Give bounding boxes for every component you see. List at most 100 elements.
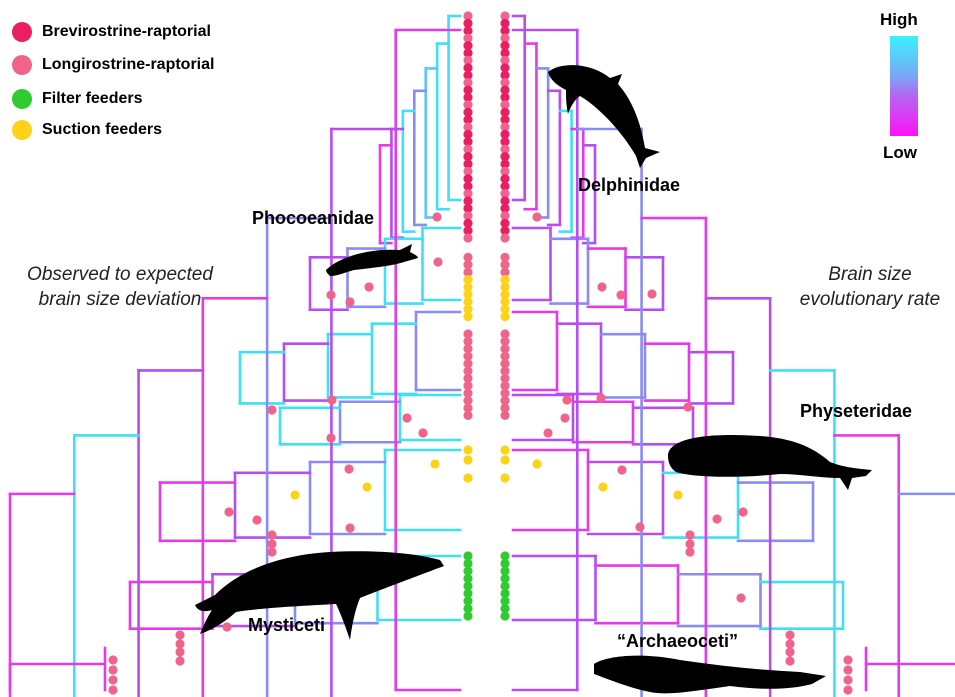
right-tip-dot [500, 473, 509, 482]
basal-tip-dot [685, 547, 694, 556]
basal-tip-dot [785, 639, 794, 648]
scale-low-label: Low [883, 143, 917, 163]
basal-tip-dot [785, 647, 794, 656]
fossil-tip-dot [560, 413, 569, 422]
fossil-tip-dot [597, 282, 606, 291]
fossil-tip-dot [222, 622, 231, 631]
basal-tip-dot [843, 655, 852, 664]
fossil-tip-dot [532, 459, 541, 468]
right-title-line2: evolutionary rate [790, 287, 950, 312]
legend-item-brevirostrine: Brevirostrine-raptorial [12, 22, 211, 42]
color-scale-bar [890, 36, 918, 136]
right-tip-dot [500, 411, 509, 420]
fossil-tip-dot [418, 428, 427, 437]
fossil-tip-dot [647, 289, 656, 298]
left-axis-title: Observed to expected brain size deviatio… [6, 262, 234, 312]
legend-label: Filter feeders [42, 90, 142, 108]
fossil-tip-dot [362, 482, 371, 491]
fossil-tip-dot [267, 405, 276, 414]
basal-tip-dot [785, 656, 794, 665]
left-tip-dot [463, 411, 472, 420]
fossil-tip-dot [433, 257, 442, 266]
brevirostrine-dot-icon [12, 22, 32, 42]
clade-label-phocoenidae: Phocoeanidae [252, 208, 374, 229]
basal-tip-dot [175, 656, 184, 665]
fossil-tip-dot [712, 514, 721, 523]
fossil-tip-dot [345, 297, 354, 306]
fossil-tip-dot [683, 402, 692, 411]
legend-label: Brevirostrine-raptorial [42, 23, 211, 41]
fossil-tip-dot [402, 413, 411, 422]
fossil-tip-dot [635, 522, 644, 531]
basal-tip-dot [785, 630, 794, 639]
basal-tip-dot [685, 530, 694, 539]
basal-tip-dot [175, 647, 184, 656]
basal-tip-dot [108, 655, 117, 664]
basal-tip-dot [267, 539, 276, 548]
right-tip-dot [500, 455, 509, 464]
suction-dot-icon [12, 120, 32, 140]
filter-dot-icon [12, 89, 32, 109]
basal-tip-dot [843, 665, 852, 674]
scale-high-label: High [880, 10, 918, 30]
dolphin-silhouette-icon [548, 65, 660, 168]
fossil-tip-dot [432, 212, 441, 221]
fossil-tip-dot [562, 395, 571, 404]
clade-label-archaeoceti: “Archaeoceti” [617, 631, 738, 652]
right-tip-dot [500, 611, 509, 620]
fossil-tip-dot [224, 507, 233, 516]
basal-tip-dot [267, 530, 276, 539]
fossil-tip-dot [532, 212, 541, 221]
left-tip-dot [463, 312, 472, 321]
left-tip-dot [463, 233, 472, 242]
fossil-tip-dot [617, 465, 626, 474]
fossil-tip-dot [543, 428, 552, 437]
fossil-tip-dot [616, 290, 625, 299]
right-tip-dot [500, 445, 509, 454]
fossil-tip-dot [290, 490, 299, 499]
legend-item-suction-feeders: Suction feeders [12, 120, 162, 140]
fossil-tip-dot [736, 593, 745, 602]
basal-tip-dot [175, 630, 184, 639]
basal-tip-dot [175, 639, 184, 648]
legend-label: Longirostrine-raptorial [42, 56, 214, 74]
fossil-tip-dot [738, 507, 747, 516]
fossil-tip-dot [326, 290, 335, 299]
right-title-line1: Brain size [790, 262, 950, 287]
left-tip-dot [463, 445, 472, 454]
legend-item-longirostrine: Longirostrine-raptorial [12, 55, 214, 75]
fossil-tip-dot [326, 433, 335, 442]
fossil-tip-dot [596, 393, 605, 402]
fossil-tip-dot [364, 282, 373, 291]
basal-tip-dot [843, 685, 852, 694]
fossil-tip-dot [327, 395, 336, 404]
fossil-tip-dot [598, 482, 607, 491]
fossil-tip-dot [344, 464, 353, 473]
right-tip-dot [500, 233, 509, 242]
basal-tip-dot [108, 685, 117, 694]
basal-tip-dot [267, 547, 276, 556]
basal-tip-dot [685, 539, 694, 548]
left-tip-dot [463, 473, 472, 482]
basal-tip-dot [108, 665, 117, 674]
right-tip-dot [500, 312, 509, 321]
fossil-tip-dot [673, 490, 682, 499]
basal-tip-dot [108, 675, 117, 684]
left-tip-dot [463, 611, 472, 620]
legend-item-filter-feeders: Filter feeders [12, 89, 142, 109]
fossil-tip-dot [430, 459, 439, 468]
longirostrine-dot-icon [12, 55, 32, 75]
basal-tip-dot [843, 675, 852, 684]
clade-label-delphinidae: Delphinidae [578, 175, 680, 196]
left-title-line2: brain size deviation [6, 287, 234, 312]
left-tip-dot [463, 455, 472, 464]
clade-label-physeteridae: Physeteridae [800, 401, 912, 422]
legend-label: Suction feeders [42, 121, 162, 139]
left-title-line1: Observed to expected [6, 262, 234, 287]
fossil-tip-dot [345, 523, 354, 532]
right-axis-title: Brain size evolutionary rate [790, 262, 950, 312]
fossil-tip-dot [252, 515, 261, 524]
clade-label-mysticeti: Mysticeti [248, 615, 325, 636]
